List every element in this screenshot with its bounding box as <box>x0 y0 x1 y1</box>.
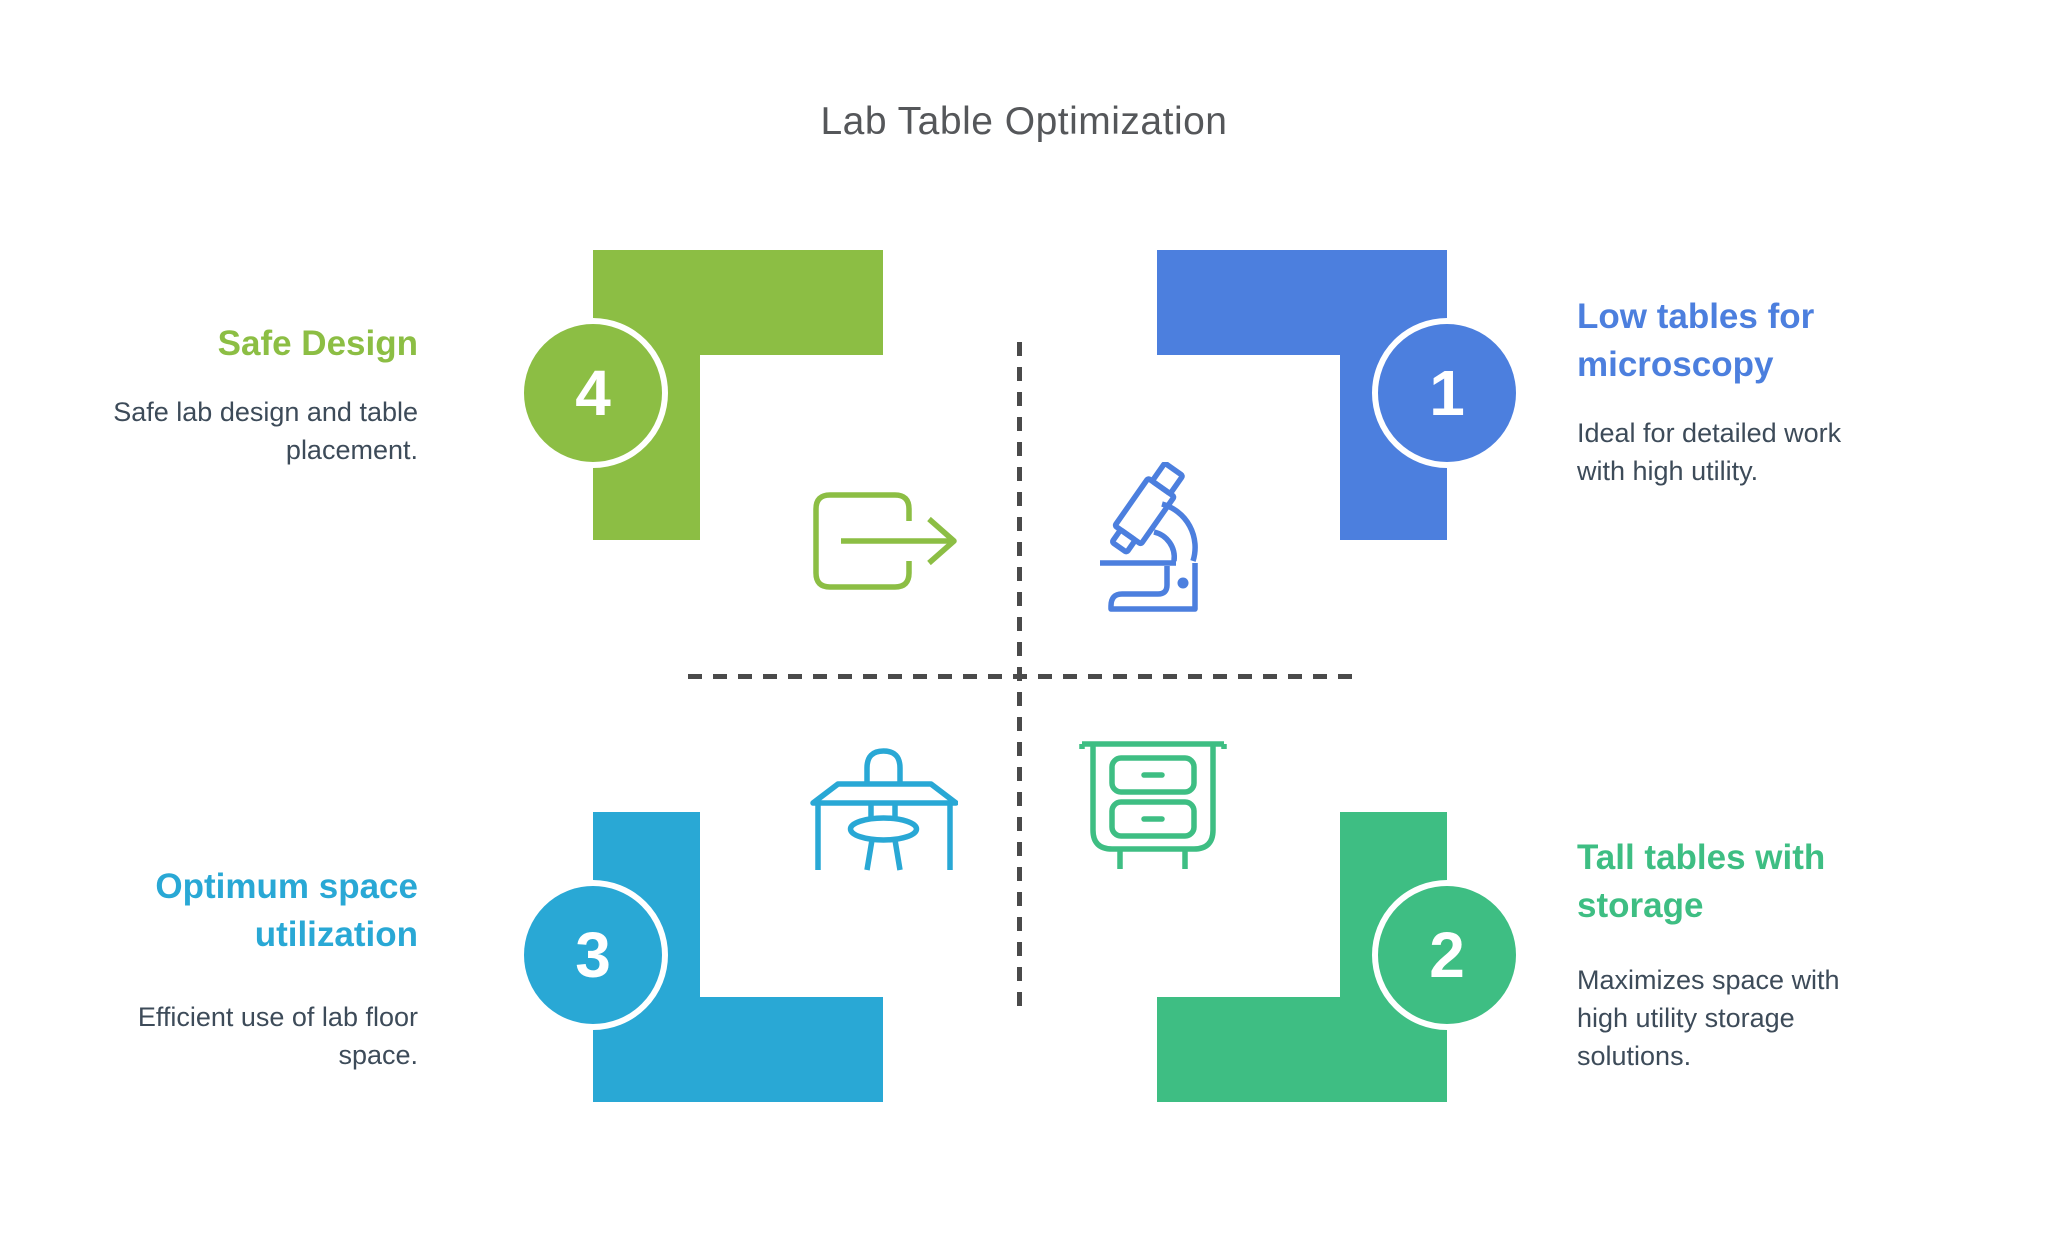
quadrant-2-heading-line: storage <box>1577 886 1704 925</box>
step-4-number: 4 <box>575 357 611 429</box>
quadrant-2-heading: Tall tables with storage <box>1577 834 1887 930</box>
step-3-badge: 3 <box>518 880 668 1030</box>
quadrant-2-description-line: solutions. <box>1577 1041 1692 1071</box>
quadrant-3-description: Efficient use of lab floor space. <box>78 998 418 1074</box>
step-2-number: 2 <box>1429 919 1465 991</box>
quadrant-4-description: Safe lab design and table placement. <box>78 393 418 469</box>
quadrant-4-heading-line: Safe Design <box>217 324 418 363</box>
drawer-cabinet-icon <box>1079 741 1227 869</box>
quadrant-3-heading-line: utilization <box>254 915 418 954</box>
quadrant-3-description-line: space. <box>338 1040 418 1070</box>
quadrant-4-heading: Safe Design <box>78 320 418 368</box>
quadrant-3-heading-line: Optimum space <box>155 867 418 906</box>
quadrant-3-heading: Optimum space utilization <box>78 863 418 959</box>
step-2-badge: 2 <box>1372 880 1522 1030</box>
page-title: Lab Table Optimization <box>820 100 1228 143</box>
microscope-icon <box>1100 462 1198 612</box>
quadrant-1-description: Ideal for detailed work with high utilit… <box>1577 414 1907 490</box>
quadrant-3-description-line: Efficient use of lab floor <box>137 1002 418 1032</box>
quadrant-1-description-line: Ideal for detailed work <box>1577 418 1842 448</box>
step-3-number: 3 <box>575 919 611 991</box>
step-1-number: 1 <box>1429 357 1465 429</box>
desk-chair-icon <box>810 748 958 871</box>
quadrant-4-description-line: placement. <box>285 435 418 465</box>
quadrant-4-description-line: Safe lab design and table <box>113 397 418 427</box>
quadrant-1-heading-line: Low tables for <box>1577 297 1815 336</box>
quadrant-2-description-line: high utility storage <box>1577 1003 1795 1033</box>
quadrant-2-heading-line: Tall tables with <box>1577 838 1826 877</box>
quadrant-1-heading-line: microscopy <box>1577 345 1774 384</box>
bottom-left-shape-horizontal <box>593 997 883 1102</box>
step-1-badge: 1 <box>1372 318 1522 468</box>
quadrant-1-description-line: with high utility. <box>1577 456 1759 486</box>
quadrant-2-description-line: Maximizes space with <box>1577 965 1840 995</box>
quadrant-2-description: Maximizes space with high utility storag… <box>1577 961 1862 1075</box>
bottom-right-shape-horizontal <box>1157 997 1447 1102</box>
exit-arrow-icon <box>813 492 957 590</box>
horizontal-divider-dashed <box>688 674 1352 679</box>
step-4-badge: 4 <box>518 318 668 468</box>
quadrant-1-heading: Low tables for microscopy <box>1577 293 1907 389</box>
